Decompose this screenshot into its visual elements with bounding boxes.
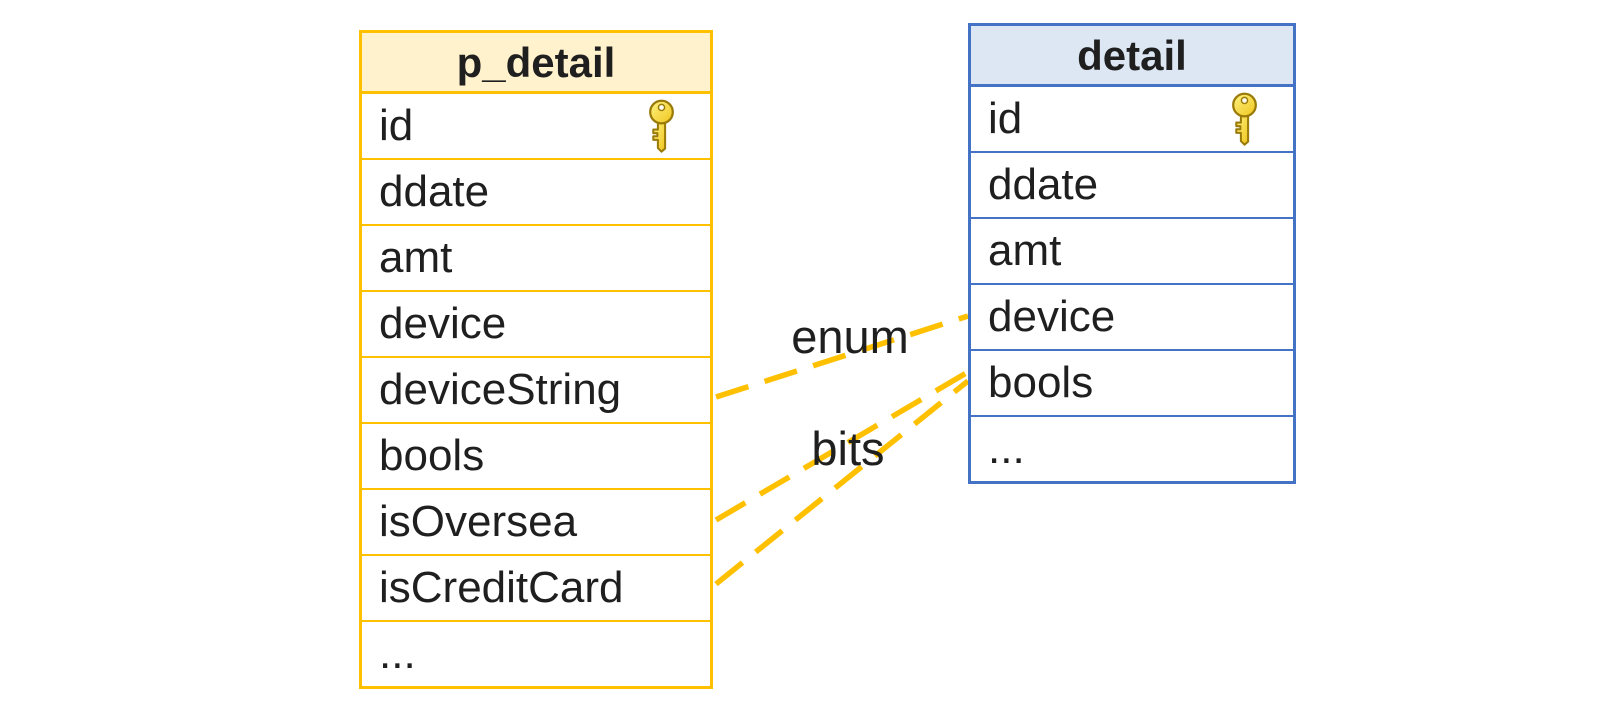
field-name: isOversea [379, 497, 578, 546]
table-detail-title: detail [971, 26, 1293, 87]
table-detail: detail id ddate [968, 23, 1296, 484]
field-name: bools [988, 358, 1094, 407]
field-row-amt: amt [362, 226, 710, 292]
field-name: ... [988, 424, 1025, 473]
field-row-devicestring: deviceString [362, 358, 710, 424]
field-row-bools: bools [971, 351, 1293, 417]
connector-bits-iscreditcard-bools [714, 378, 970, 587]
primary-key-icon [1226, 92, 1263, 148]
table-p-detail: p_detail id ddate [359, 30, 713, 689]
relation-label-bits: bits [811, 422, 885, 475]
table-p-detail-title: p_detail [362, 33, 710, 94]
field-row-id: id [971, 87, 1293, 153]
field-name: ddate [379, 167, 490, 216]
field-row-ellipsis: ... [971, 417, 1293, 481]
field-name: ... [379, 629, 416, 678]
field-name: device [379, 299, 507, 348]
field-name: isCreditCard [379, 563, 624, 612]
field-name: device [988, 292, 1116, 341]
field-row-isoversea: isOversea [362, 490, 710, 556]
field-name: amt [988, 226, 1062, 275]
field-name: amt [379, 233, 453, 282]
field-name: bools [379, 431, 485, 480]
field-row-amt: amt [971, 219, 1293, 285]
field-name: id [988, 94, 1023, 143]
field-row-ddate: ddate [362, 160, 710, 226]
field-name: deviceString [379, 365, 622, 414]
field-name: id [379, 101, 414, 150]
primary-key-icon [643, 99, 680, 155]
field-row-bools: bools [362, 424, 710, 490]
field-row-device: device [362, 292, 710, 358]
field-row-id: id [362, 94, 710, 160]
field-row-device: device [971, 285, 1293, 351]
field-row-iscreditcard: isCreditCard [362, 556, 710, 622]
field-name: ddate [988, 160, 1099, 209]
relation-label-enum: enum [791, 310, 909, 363]
field-row-ellipsis: ... [362, 622, 710, 686]
field-row-ddate: ddate [971, 153, 1293, 219]
